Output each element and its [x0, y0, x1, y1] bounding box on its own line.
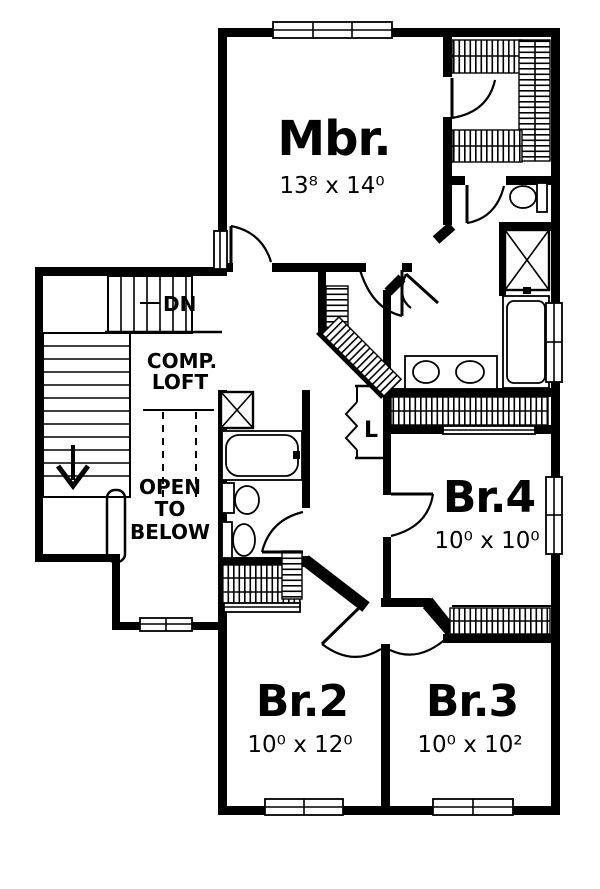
- master-entry-door: [229, 224, 273, 265]
- master-angled-closet: [321, 285, 403, 398]
- bedroom4-closet: [390, 396, 549, 435]
- label-master-bedroom: Mbr.: [277, 111, 390, 167]
- dim-master-bedroom: 13⁸ x 14⁰: [279, 173, 384, 199]
- window-open-below: [139, 617, 193, 632]
- doors: [229, 78, 506, 658]
- bedroom3-door: [389, 606, 451, 656]
- bedroom2-closet: [221, 550, 303, 613]
- hall-sink: [221, 482, 260, 515]
- bath-fixtures: [219, 182, 551, 559]
- bedroom2-door: [320, 603, 382, 658]
- label-comp-loft-1: COMP.: [147, 349, 217, 373]
- chase-box: [219, 390, 255, 430]
- bath-entry-stub: [384, 274, 406, 296]
- label-open-below-2: TO: [155, 497, 186, 521]
- tub-faucet: [293, 451, 300, 459]
- walk-in-closet-door: [450, 78, 497, 120]
- hall-bathtub: [221, 430, 303, 481]
- window-master-bath: [545, 302, 563, 383]
- dim-bedroom2: 10⁰ x 12⁰: [247, 732, 352, 758]
- hall-bath-door: [260, 510, 304, 554]
- stair-railing: [105, 488, 127, 564]
- wc-toilet: [509, 182, 548, 213]
- label-linen-closet: L: [364, 418, 378, 443]
- label-open-below-3: BELOW: [130, 520, 210, 544]
- master-bathtub: [502, 295, 550, 389]
- stairs-down-arrowhead: [56, 464, 90, 491]
- closet-shelving: [221, 39, 551, 635]
- label-bedroom3: Br.3: [426, 676, 518, 727]
- master-vanity-sinks: [404, 355, 498, 390]
- bedroom3-closet: [449, 607, 551, 635]
- linen-bifold-door: [344, 401, 359, 451]
- label-bedroom2: Br.2: [256, 676, 348, 727]
- windows: [139, 21, 563, 816]
- stairs: [42, 275, 193, 498]
- loft-and-partitions: [105, 330, 551, 607]
- window-bedroom4: [545, 476, 563, 555]
- master-walk-in-closet: [451, 39, 551, 163]
- label-open-below-1: OPEN: [139, 475, 201, 499]
- room-labels: Mbr. 13⁸ x 14⁰ DN COMP. LOFT OPEN TO BEL…: [130, 111, 540, 758]
- dim-bedroom4: 10⁰ x 10⁰: [434, 528, 539, 554]
- dim-bedroom3: 10⁰ x 10²: [417, 732, 522, 758]
- label-comp-loft-2: LOFT: [152, 370, 209, 394]
- master-shower: [503, 228, 551, 294]
- window-master-left: [213, 230, 228, 270]
- window-bedroom3: [432, 798, 514, 816]
- hall-angled-wall-left: [301, 555, 370, 612]
- label-stairs-dn: DN: [163, 292, 196, 316]
- window-bedroom2: [264, 798, 344, 816]
- window-master-top: [272, 21, 393, 39]
- master-corner-stub: [432, 222, 456, 244]
- bedroom4-door: [390, 492, 435, 538]
- hall-angled-wall-right: [423, 597, 457, 635]
- master-bath-door: [400, 272, 440, 309]
- hall-toilet: [221, 521, 256, 559]
- wc-door: [465, 185, 506, 225]
- label-bedroom4: Br.4: [443, 472, 535, 523]
- shower-head: [523, 287, 531, 294]
